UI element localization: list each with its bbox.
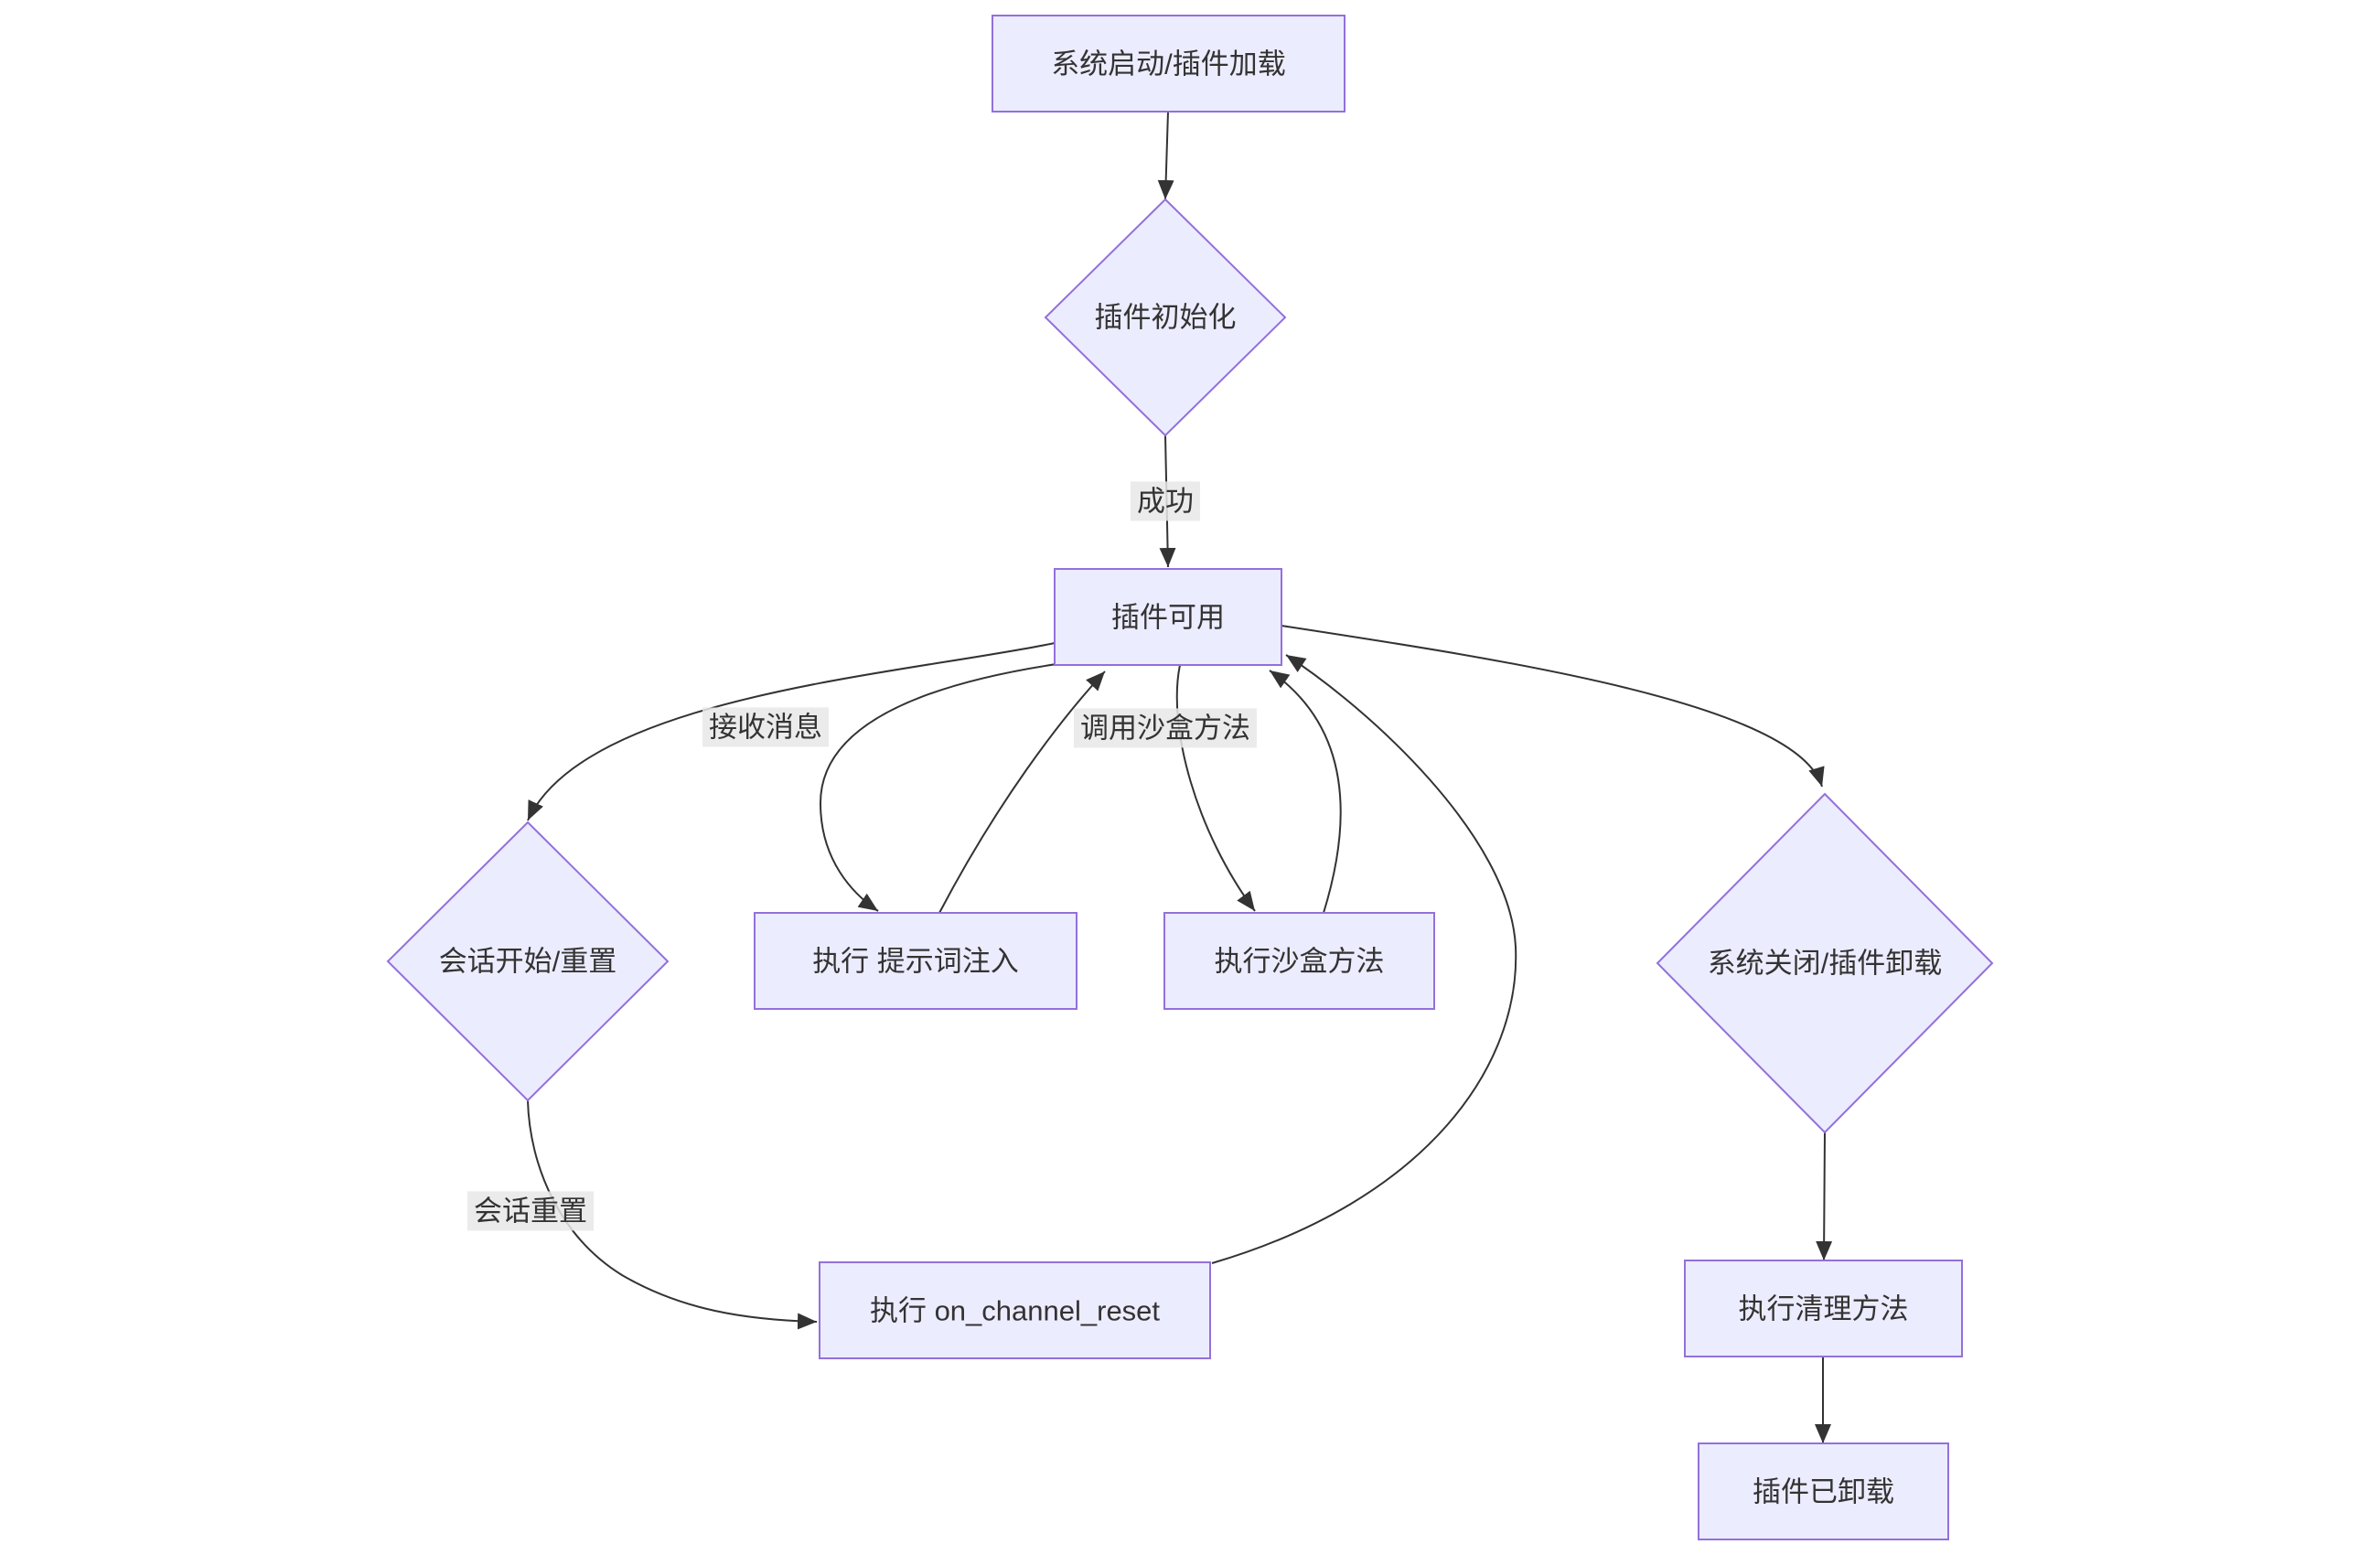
- node-session-start-reset-shape: [386, 820, 670, 1102]
- node-system-shutdown-shape: [1656, 792, 1994, 1134]
- edge-init-to-available-label: 成功: [1131, 481, 1200, 521]
- edge-available-to-shutdown: [1281, 625, 1825, 788]
- node-system-start-shape: [992, 15, 1345, 113]
- edge-reset-to-available: [1211, 654, 1517, 1264]
- node-plugin-available-shape: [1054, 568, 1282, 666]
- node-plugin-unloaded-shape: [1698, 1442, 1949, 1540]
- node-cleanup-method-label: 执行清理方法: [1738, 1292, 1909, 1324]
- node-plugin-init-label: 插件初始化: [1094, 301, 1237, 334]
- node-plugin-unloaded-label: 插件已卸载: [1753, 1475, 1894, 1507]
- edges-layer: [527, 111, 1833, 1443]
- node-on-channel-reset-shape: [819, 1261, 1211, 1359]
- edge-prompt-to-available: [938, 670, 1106, 914]
- edge-available-to-session: [527, 642, 1056, 821]
- edge-shutdown-to-cleanup: [1816, 1131, 1833, 1261]
- edge-available-to-sandbox: [1175, 664, 1256, 912]
- node-on-channel-reset-label: 执行 on_channel_reset: [869, 1293, 1161, 1326]
- node-sandbox-method-label: 执行沙盒方法: [1214, 944, 1385, 977]
- node-sandbox-method-shape: [1163, 912, 1435, 1010]
- node-system-start-label: 系统启动/插件加载: [1051, 47, 1286, 80]
- edge-start-to-init: [1157, 111, 1174, 200]
- edge-available-to-sandbox-label: 调用沙盒方法: [1074, 708, 1257, 748]
- node-session-start-reset-label: 会话开始/重置: [438, 945, 617, 978]
- node-system-shutdown-label: 系统关闭/插件卸载: [1707, 947, 1943, 980]
- edge-available-to-prompt-label: 接收消息: [702, 707, 829, 747]
- node-prompt-injection-label: 执行 提示词注入: [812, 944, 1019, 977]
- node-plugin-init-shape: [1044, 198, 1287, 437]
- node-shapes-layer: [386, 15, 1994, 1540]
- node-prompt-injection-shape: [754, 912, 1077, 1010]
- edge-session-to-reset-label: 会话重置: [467, 1191, 594, 1231]
- edge-sandbox-to-available: [1269, 670, 1342, 914]
- node-plugin-available-label: 插件可用: [1111, 600, 1225, 633]
- node-cleanup-method-shape: [1684, 1260, 1963, 1357]
- edge-available-to-prompt: [819, 663, 1057, 912]
- edge-session-to-reset: [527, 1099, 818, 1330]
